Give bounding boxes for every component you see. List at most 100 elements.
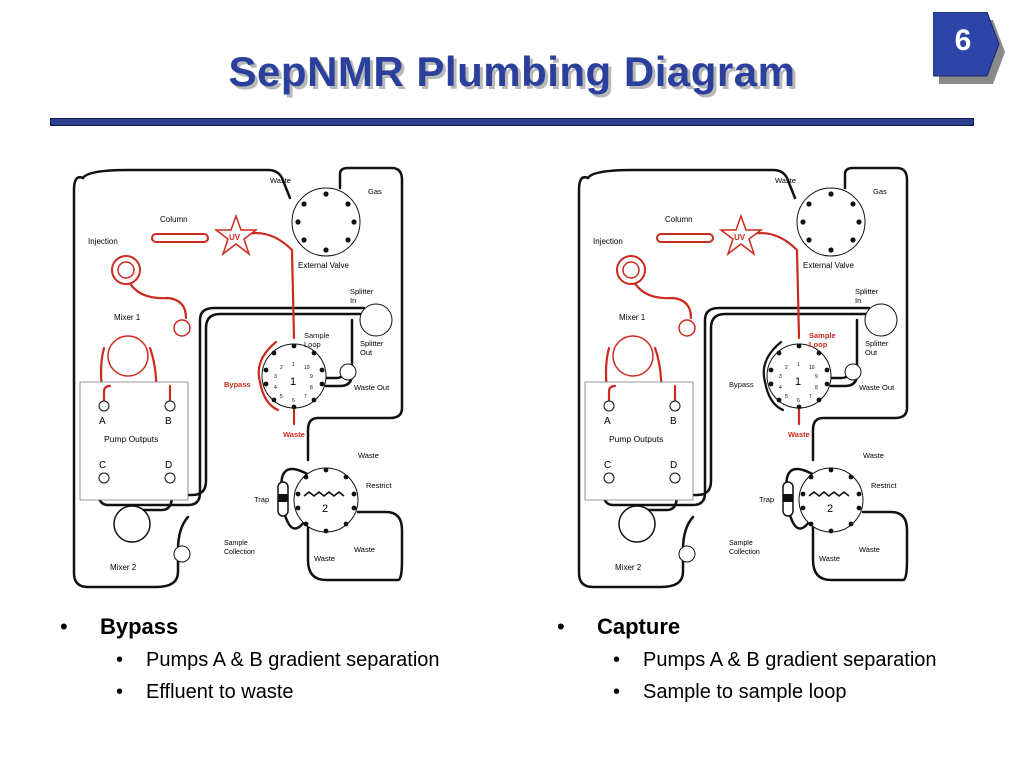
main-flow-line xyxy=(72,176,190,589)
pump-a-label: A xyxy=(99,416,106,427)
waste-label-top: Waste xyxy=(270,176,291,185)
valve1-port-3: 3 xyxy=(779,374,782,380)
column-label: Column xyxy=(160,215,188,224)
frame-top-line xyxy=(586,168,797,200)
mixer1 xyxy=(612,335,654,377)
waste-label-v2-top: Waste xyxy=(863,451,884,460)
trap-label: Trap xyxy=(759,495,774,504)
pump-b-label: B xyxy=(165,416,172,427)
injection-label: Injection xyxy=(593,237,623,246)
valve1-port-10: 10 xyxy=(809,365,815,371)
splitter-in-label-1: Splitter xyxy=(350,287,374,296)
transfer-line-2 xyxy=(675,312,871,497)
valve1-number: 1 xyxy=(290,376,296,388)
pump-c-label: C xyxy=(99,460,106,471)
external-valve-label: External Valve xyxy=(298,261,350,270)
trap-label: Trap xyxy=(254,495,269,504)
capture-heading: Capture xyxy=(557,610,1024,644)
bypass-diagram: Waste Gas External Valve Column UV Injec… xyxy=(68,160,408,595)
sample-collection-label-1: Sample xyxy=(224,540,248,547)
valve1-port-9: 9 xyxy=(815,374,818,380)
mixer2 xyxy=(113,505,151,543)
valve1-port-6: 6 xyxy=(292,398,295,404)
waste-label-top: Waste xyxy=(775,176,796,185)
splitter-out-label-1: Splitter xyxy=(360,339,384,348)
pump-port-c xyxy=(98,472,110,484)
bypass-label: Bypass xyxy=(224,380,251,389)
splitter-out xyxy=(844,363,862,381)
plumbing-diagram: Waste Gas External Valve Column UV Injec… xyxy=(72,166,404,589)
main-flow-line xyxy=(577,176,695,589)
injection-label: Injection xyxy=(88,237,118,246)
splitter-in xyxy=(864,303,898,337)
pump-port-a xyxy=(603,400,615,412)
mixer2-port xyxy=(678,545,696,563)
valve1-port-9: 9 xyxy=(310,374,313,380)
pump-outputs-label: Pump Outputs xyxy=(104,434,158,444)
bypass-label: Bypass xyxy=(729,380,754,389)
valve1-port-1: 1 xyxy=(292,362,295,368)
valve1-port-2: 2 xyxy=(280,365,283,371)
waste-label-v2-bottom: Waste xyxy=(819,554,840,563)
column-label: Column xyxy=(665,215,693,224)
valve1-port-8: 8 xyxy=(815,385,818,391)
gas-line xyxy=(811,166,909,462)
waste-label-v2-bottom: Waste xyxy=(314,554,335,563)
pump-port-a xyxy=(98,400,110,412)
pump-d-label: D xyxy=(165,460,172,471)
page-number: 6 xyxy=(954,24,972,57)
splitter-in-label-2: In xyxy=(855,296,861,305)
valve-2 xyxy=(798,467,864,534)
valve2-number: 2 xyxy=(827,503,833,515)
mixer1 xyxy=(107,335,149,377)
splitter-out-label-2: Out xyxy=(865,348,878,357)
sample-collection-label-1: Sample xyxy=(729,540,753,547)
restrict-label: Restrict xyxy=(366,481,392,490)
splitter-out-label-1: Splitter xyxy=(865,339,889,348)
mixer2-label: Mixer 2 xyxy=(110,563,137,572)
sample-collection-label-2: Collection xyxy=(729,549,760,556)
transfer-line-2 xyxy=(170,312,366,497)
pump-line-a xyxy=(102,384,112,404)
mixer2 xyxy=(618,505,656,543)
pump-port-b xyxy=(669,400,681,412)
valve1-port-8: 8 xyxy=(310,385,313,391)
mixer1-port xyxy=(678,319,696,337)
valve1-port-7: 7 xyxy=(304,394,307,400)
waste-label-v2-right: Waste xyxy=(354,545,375,554)
bypass-bullets: Bypass Pumps A & B gradient separation E… xyxy=(60,610,530,708)
valve2-number: 2 xyxy=(322,503,328,515)
valve1-waste-label: Waste xyxy=(283,430,305,439)
valve1-port-7: 7 xyxy=(809,394,812,400)
title-divider xyxy=(50,118,974,126)
mixer1-label: Mixer 1 xyxy=(114,313,141,322)
external-valve xyxy=(796,187,866,257)
bypass-bullet-2: Effluent to waste xyxy=(60,676,530,708)
waste-out-label: Waste Out xyxy=(354,383,390,392)
plumbing-diagram: Waste Gas External Valve Column UV Injec… xyxy=(577,166,909,589)
pump-line-a xyxy=(607,384,617,404)
frame-top-line xyxy=(81,168,292,200)
pump-port-d xyxy=(164,472,176,484)
gas-label: Gas xyxy=(873,187,887,196)
red-flow-path xyxy=(150,232,296,340)
valve1-port-1: 1 xyxy=(797,362,800,368)
transfer-line-1 xyxy=(96,306,366,507)
mixer1-port xyxy=(173,319,191,337)
external-valve xyxy=(291,187,361,257)
valve1-port-10: 10 xyxy=(304,365,310,371)
splitter-in-label-1: Splitter xyxy=(855,287,879,296)
pump-port-b xyxy=(164,400,176,412)
sample-loop-label-2: Loop xyxy=(809,340,828,349)
red-injection-path xyxy=(126,278,188,320)
splitter-out-label-2: Out xyxy=(360,348,373,357)
capture-bullet-1: Pumps A & B gradient separation xyxy=(557,644,1024,676)
page-number-badge xyxy=(933,12,1005,84)
valve1-port-6: 6 xyxy=(797,398,800,404)
splitter-in xyxy=(359,303,393,337)
sample-loop-label-1: Sample xyxy=(304,331,329,340)
valve1-port-4: 4 xyxy=(274,385,277,391)
mixer2-port xyxy=(173,545,191,563)
valve2-bottom-line xyxy=(811,510,909,582)
valve1-port-4: 4 xyxy=(779,385,782,391)
